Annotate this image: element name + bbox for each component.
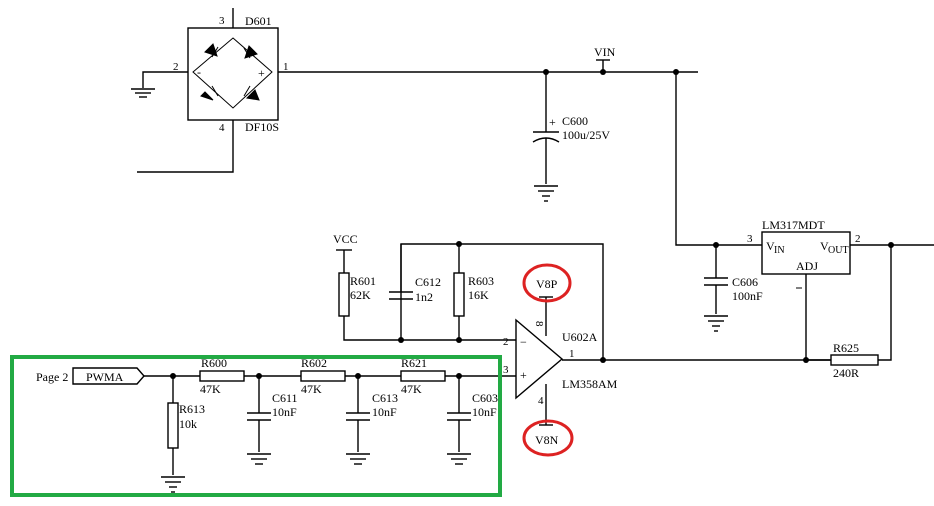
r602-ref: R602: [301, 356, 327, 370]
r613-value: 10k: [179, 417, 197, 431]
v8n-net-label: V8N: [535, 433, 559, 447]
c603-ref: C603: [472, 391, 498, 405]
resistor-r603: R603 16K: [453, 244, 494, 340]
opamp-ref: U602A: [562, 330, 598, 344]
r621-value: 47K: [401, 382, 422, 396]
c606-ref: C606: [732, 275, 758, 289]
bridge-diamond: [192, 37, 273, 109]
opamp-minus: −: [520, 335, 527, 349]
resistor-r613: R613 10k: [167, 376, 205, 475]
regulator-label: LM317MDT: [762, 218, 825, 232]
regulator-vin-sub: IN: [774, 245, 785, 256]
c612-value: 1n2: [415, 290, 433, 304]
bridge-pin1-label: 1: [283, 61, 289, 73]
c600-plus: +: [549, 115, 556, 129]
r600-ref: R600: [201, 356, 227, 370]
resistor-r621: R621 47K: [400, 356, 446, 396]
regulator-vout-sub: OUT: [828, 245, 849, 256]
resistor-r600: R600 47K: [199, 356, 245, 396]
c600-value: 100u/25V: [562, 128, 610, 142]
vcc-net-label: VCC: [333, 232, 358, 246]
r603-ref: R603: [468, 274, 494, 288]
pwma-port: [72, 367, 145, 385]
opamp-part: LM358AM: [562, 377, 618, 391]
regulator-adj: ADJ: [796, 259, 818, 273]
highlight-circle-v8p: [522, 263, 572, 303]
r621-ref: R621: [401, 356, 427, 370]
r600-value: 47K: [200, 382, 221, 396]
bridge-pin2-label: 2: [173, 61, 179, 73]
opamp-pin8: 8: [533, 321, 545, 327]
c612-ref: C612: [415, 275, 441, 289]
c613-ref: C613: [372, 391, 398, 405]
regulator-pin3: 3: [747, 233, 753, 245]
capacitor-c603: C603 10nF: [447, 376, 498, 452]
bridge-minus-label: -: [197, 65, 201, 79]
r625-ref: R625: [833, 341, 859, 355]
c613-value: 10nF: [372, 405, 397, 419]
bridge-diodes: [200, 43, 260, 101]
r603-value: 16K: [468, 288, 489, 302]
r625-value: 240R: [833, 366, 859, 380]
ground-symbol-c603: [447, 453, 471, 465]
regulator-vout: V: [820, 239, 829, 253]
ground-symbol-c600: [534, 185, 558, 202]
resistor-r625: R625 240R: [806, 341, 879, 380]
capacitor-c613: C613 10nF: [346, 376, 398, 452]
opamp-plus: +: [520, 368, 527, 382]
regulator-pin2: 2: [855, 233, 861, 245]
opamp-pin4: 4: [538, 395, 544, 407]
opamp-u602a: − + U602A LM358AM 2 3 1 8 4: [503, 318, 618, 407]
ground-symbol-r613: [161, 476, 185, 493]
ground-symbol-c613: [346, 453, 370, 465]
bridge-part-label: DF10S: [245, 120, 279, 134]
r613-ref: R613: [179, 402, 205, 416]
c611-ref: C611: [272, 391, 298, 405]
vin-net-label: VIN: [594, 45, 616, 59]
highlight-box-input-filter: [10, 355, 502, 497]
ground-symbol-c606: [704, 315, 728, 332]
capacitor-c611: C611 10nF: [247, 376, 298, 452]
capacitor-c612: C612 1n2: [389, 244, 441, 304]
r601-value: 62K: [350, 288, 371, 302]
ground-symbol-c611: [247, 453, 271, 465]
r602-value: 47K: [301, 382, 322, 396]
bridge-pin4-label: 4: [219, 122, 225, 134]
capacitor-c606: C606 100nF: [704, 245, 763, 314]
regulator-vin: V: [766, 239, 775, 253]
input-page-label: Page 2: [36, 370, 68, 384]
opamp-pin2: 2: [503, 336, 509, 348]
bridge-plus-label: +: [258, 66, 265, 80]
pwma-signal-label: PWMA: [86, 370, 124, 384]
resistor-r602: R602 47K: [300, 356, 346, 396]
ground-symbol-bridge: [131, 88, 155, 98]
highlight-circle-v8n: [522, 419, 574, 457]
r601-ref: R601: [350, 274, 376, 288]
c603-value: 10nF: [472, 405, 497, 419]
opamp-pin1: 1: [569, 348, 575, 360]
bridge-pin3-label: 3: [219, 15, 225, 27]
c606-value: 100nF: [732, 289, 763, 303]
c611-value: 10nF: [272, 405, 297, 419]
regulator-lm317: LM317MDT V IN V OUT ADJ 3 2: [747, 218, 861, 275]
c600-ref: C600: [562, 114, 588, 128]
bridge-ref-label: D601: [245, 14, 272, 28]
resistor-r601: R601 62K: [338, 272, 376, 317]
opamp-pin3: 3: [503, 364, 509, 376]
v8p-net-label: V8P: [536, 277, 558, 291]
capacitor-c600: + C600 100u/25V: [532, 72, 610, 184]
bridge-rectifier-d601: - + D601 DF10S 3 2 1 4: [173, 14, 289, 134]
